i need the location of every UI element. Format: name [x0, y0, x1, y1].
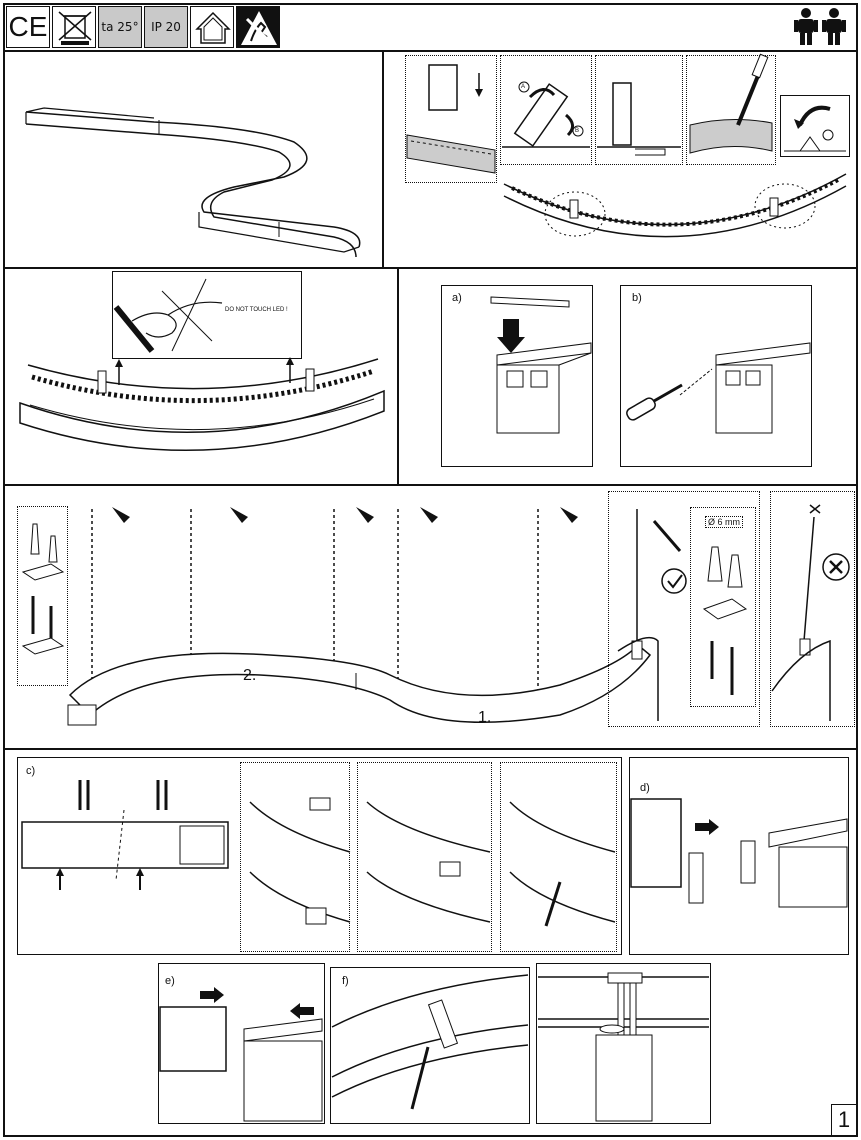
circle-b-label: B	[575, 128, 580, 134]
clip-insert-drawing	[406, 64, 496, 174]
connector-insert-drawing	[630, 798, 848, 908]
step-c-detail-1	[240, 762, 350, 952]
ip-rating: IP 20	[144, 6, 188, 48]
step-anchor-detail-box	[690, 507, 756, 707]
step-clip-rotate	[500, 55, 592, 165]
esd-warning-icon	[236, 6, 280, 48]
step-f-label: f)	[342, 975, 349, 987]
step-c-detail-2	[357, 762, 492, 952]
hand-touch-led-crossed	[113, 278, 223, 353]
segment-2-label: 2.	[243, 667, 257, 684]
segment-1-label: 1.	[478, 709, 492, 726]
s-curve-suspension-drawing	[67, 507, 652, 726]
do-not-touch-warning: DO NOT TOUCH LED !	[225, 307, 288, 313]
curved-joint-screw-drawing	[331, 974, 529, 1110]
joint-plate-drawings	[249, 797, 616, 927]
step-clip-fixed	[595, 55, 683, 165]
temperature-rating: ta 25°	[98, 6, 142, 48]
step-b-label: b)	[632, 292, 642, 304]
divider-row2-mid	[397, 267, 399, 485]
clip-detail-drawing	[784, 105, 846, 152]
circle-a-label: A	[521, 84, 526, 90]
hole-size-label: Ø 6 mm	[705, 516, 744, 528]
wrong-mounting-drawing	[771, 504, 850, 721]
divider-row1	[3, 267, 858, 269]
divider-header	[3, 50, 858, 52]
page-number: 1	[831, 1104, 857, 1136]
divider-row2	[3, 484, 858, 486]
step-clip-insert	[405, 55, 497, 183]
page-frame	[3, 3, 858, 1137]
s-curve-luminaire-illustration	[25, 107, 361, 258]
hardware-kit-drawing	[21, 523, 65, 655]
two-persons-icon	[790, 6, 850, 46]
bracket-screw-drawing	[626, 342, 811, 434]
led-module-lifted-out	[19, 357, 385, 452]
step-wrong-box	[770, 491, 855, 727]
step-screwdriver-release	[686, 55, 776, 165]
step-c-label: c)	[26, 765, 36, 777]
step-clip-detail	[780, 95, 850, 157]
step-a-label: a)	[452, 292, 462, 304]
joint-section-drawing	[538, 972, 709, 1122]
clip-fixed-drawing	[597, 82, 681, 156]
step-d-label: d)	[640, 782, 650, 794]
indoor-house-icon	[190, 6, 234, 48]
step-c-detail-3	[500, 762, 617, 952]
divider-row1-mid	[382, 50, 384, 268]
profiles-join-drawing	[159, 987, 323, 1122]
ce-mark: CE	[6, 6, 50, 48]
hardware-kit-box	[17, 506, 68, 686]
step-f-panel	[330, 967, 530, 1124]
clip-rotate-drawing	[502, 81, 590, 148]
divider-row3	[3, 748, 858, 750]
screwdriver-release-drawing	[689, 53, 773, 154]
ceiling-fix-drawing	[617, 509, 748, 721]
weee-bin-icon	[52, 6, 96, 48]
step-ceiling-fix-box	[608, 491, 760, 727]
curved-profile-with-clips	[503, 173, 847, 238]
step-e-label: e)	[165, 975, 175, 987]
bracket-insert-drawing	[490, 296, 592, 434]
joint-profile-drawing	[21, 780, 229, 890]
